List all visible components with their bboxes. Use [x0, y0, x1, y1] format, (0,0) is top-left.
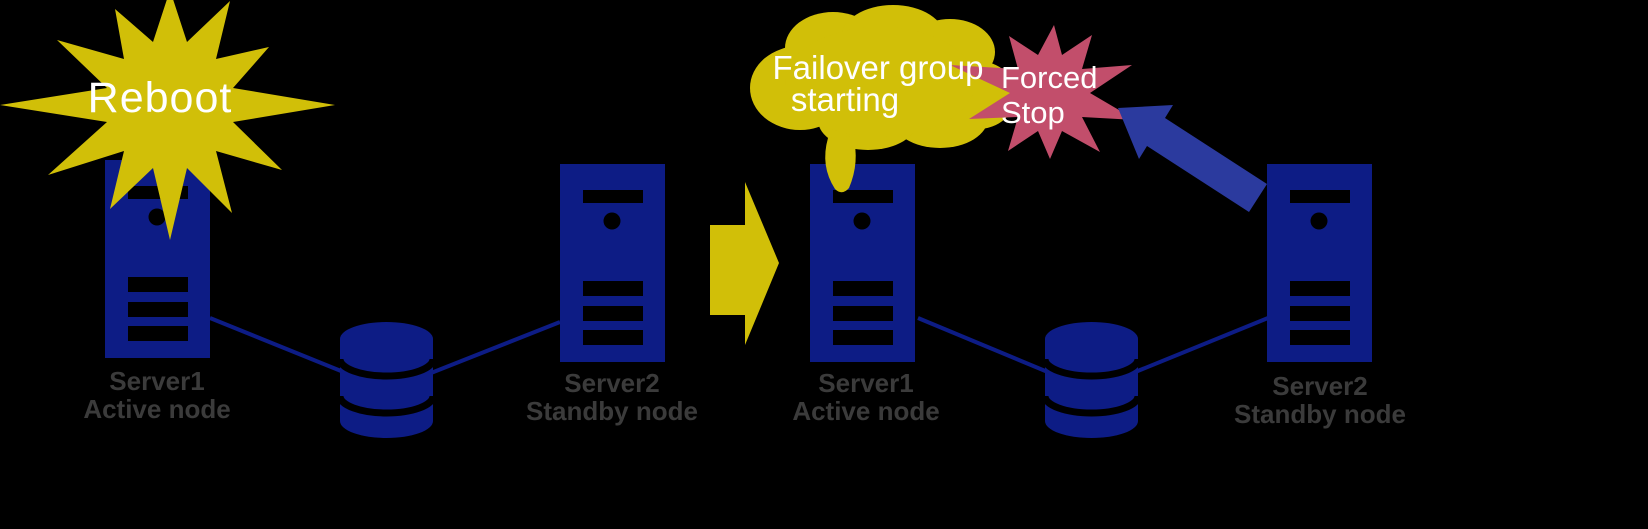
server2-right-icon — [1267, 164, 1372, 362]
shared-disk-left-icon — [340, 322, 433, 438]
reboot-burst-icon — [0, 0, 335, 240]
cloud-tail-icon — [825, 136, 856, 193]
shared-disk-right-icon — [1045, 322, 1138, 438]
server2-left-icon — [560, 164, 665, 362]
server1-right-icon — [810, 164, 915, 362]
flow-arrow-right-icon — [710, 182, 779, 345]
forced-stop-burst-icon — [950, 25, 1136, 159]
forced-stop-arrow-icon — [1118, 105, 1267, 212]
